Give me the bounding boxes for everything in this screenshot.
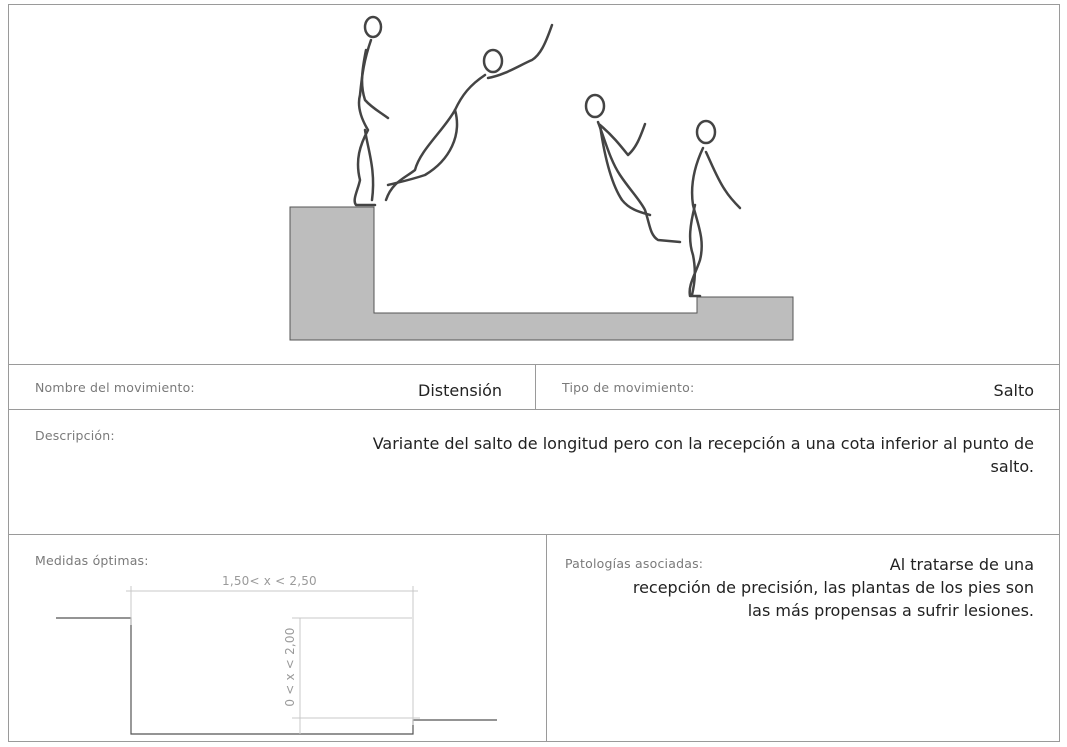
figure2-body	[384, 73, 487, 202]
vertical-dimension-text: 0 < x < 2,00	[283, 627, 297, 707]
pathologies-line3: las más propensas a sufrir lesiones.	[747, 601, 1034, 620]
figure1-arm	[360, 48, 390, 120]
dimension-v-line	[292, 617, 420, 734]
figure4-body	[688, 146, 705, 298]
figure3-body	[596, 120, 682, 244]
divider-row3-mid	[546, 534, 547, 742]
divider-row1-mid	[535, 364, 536, 409]
figure2-arm	[486, 23, 554, 80]
movement-name-label: Nombre del movimiento:	[35, 380, 195, 395]
divider-row2-top	[8, 409, 1060, 410]
figure4-arm	[704, 150, 742, 210]
optimal-measures-label: Medidas óptimas:	[35, 553, 149, 568]
pathologies-label: Patologías asociadas:	[565, 556, 704, 571]
section-profile	[56, 617, 497, 735]
description-label: Descripción:	[35, 428, 115, 443]
figure3-head	[584, 93, 606, 119]
movement-type-value: Salto	[993, 381, 1034, 400]
figure2-leg	[386, 108, 459, 187]
figure4-head	[695, 119, 717, 145]
figure2-head	[482, 48, 504, 74]
figure3-leg	[598, 123, 652, 217]
dimension-h-line	[126, 586, 418, 725]
pathologies-line2: recepción de precisión, las plantas de l…	[632, 578, 1034, 597]
figure1-leg	[363, 128, 375, 202]
terrain-shape	[289, 206, 794, 341]
figure1-head	[363, 15, 383, 39]
divider-row3-top	[8, 534, 1060, 535]
figure3-arm	[598, 122, 647, 157]
horizontal-dimension-text: 1,50< x < 2,50	[222, 574, 317, 588]
pathologies-line1: Al tratarse de una	[889, 555, 1034, 574]
description-text: Variante del salto de longitud pero con …	[372, 434, 1034, 476]
movement-name-value: Distensión	[418, 381, 503, 400]
divider-row1-top	[8, 364, 1060, 365]
jump-illustration	[289, 15, 794, 341]
figure4-leg	[688, 203, 697, 297]
movement-type-label: Tipo de movimiento:	[562, 380, 695, 395]
sheet-frame	[8, 4, 1060, 742]
measures-diagram	[56, 586, 497, 735]
